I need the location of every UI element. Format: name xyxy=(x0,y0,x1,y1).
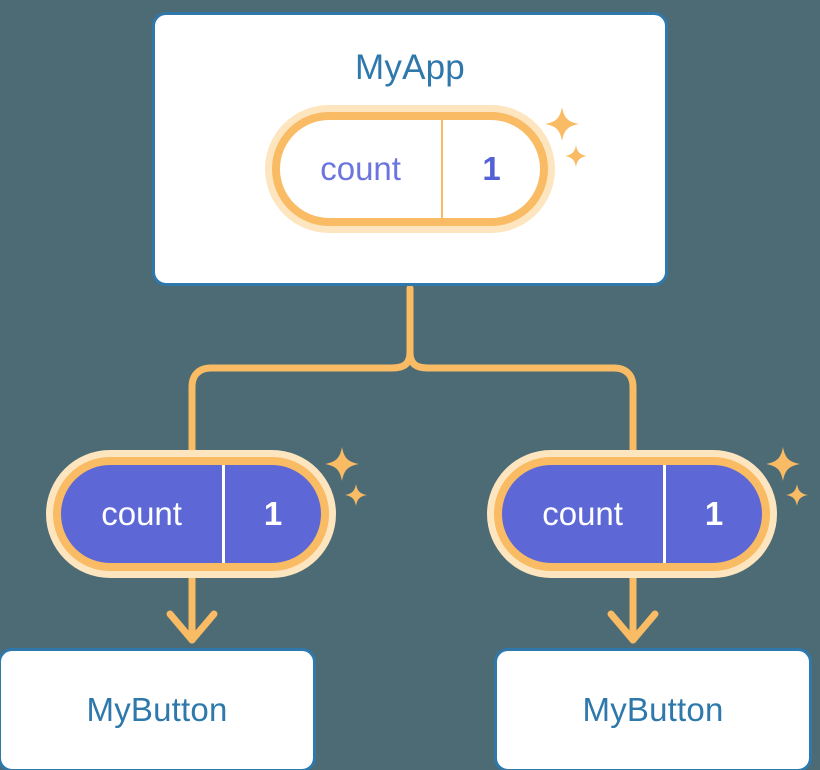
state-value: 1 xyxy=(441,120,540,218)
state-pill-body: count 1 xyxy=(53,457,329,571)
state-key: count xyxy=(101,495,182,532)
state-pill-body: count 1 xyxy=(272,112,548,226)
state-key: count xyxy=(320,150,401,187)
sparkle-icon xyxy=(766,447,800,481)
branch-connector-left-icon xyxy=(188,348,414,459)
arrow-down-icon-right xyxy=(607,610,659,644)
arrow-down-icon xyxy=(166,610,218,644)
component-card-mybutton-right[interactable]: MyButton xyxy=(494,648,812,770)
state-pill-myapp[interactable]: count 1 xyxy=(265,105,555,233)
state-value: 1 xyxy=(222,465,321,563)
page-title: MyApp xyxy=(355,48,465,87)
state-pill-child-right[interactable]: count 1 xyxy=(487,450,777,578)
state-pill-body: count 1 xyxy=(494,457,770,571)
sparkle-small-icon xyxy=(345,484,367,506)
state-value: 1 xyxy=(663,465,762,563)
component-card-mybutton-left[interactable]: MyButton xyxy=(0,648,316,770)
component-card-label: MyButton xyxy=(582,691,724,728)
component-card-label: MyButton xyxy=(86,691,228,728)
state-key: count xyxy=(542,495,623,532)
branch-connector-icon xyxy=(406,284,637,459)
state-pill-child-left[interactable]: count 1 xyxy=(46,450,336,578)
sparkle-small-icon xyxy=(786,484,808,506)
sparkle-icon xyxy=(325,447,359,481)
